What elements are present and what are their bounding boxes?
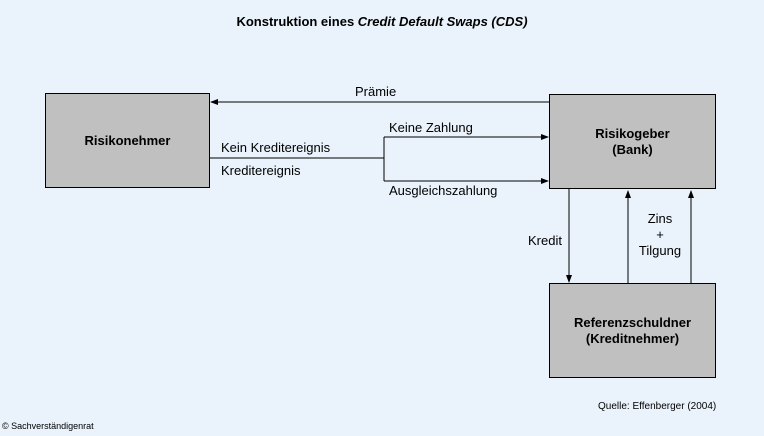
praemie-label: Prämie: [355, 84, 397, 99]
referenzschuldner-sublabel: (Kreditnehmer): [585, 330, 680, 346]
zins-tilgung-label: Zins + Tilgung: [630, 211, 690, 259]
referenzschuldner-label: Referenzschuldner: [573, 314, 692, 330]
kredit-label: Kredit: [528, 233, 562, 248]
risikogeber-box: Risikogeber (Bank): [549, 94, 716, 189]
risikonehmer-label: Risikonehmer: [84, 132, 171, 148]
copyright-note: © Sachverständigenrat: [2, 421, 94, 431]
kein-kreditereignis-label: Kein Kreditereignis: [221, 140, 331, 155]
zins-label: Zins: [647, 211, 673, 226]
kreditereignis-label: Kreditereignis: [221, 163, 301, 178]
title-prefix: Konstruktion eines: [236, 14, 358, 29]
keine-zahlung-label: Keine Zahlung: [389, 120, 473, 135]
risikonehmer-box: Risikonehmer: [45, 93, 210, 188]
risikogeber-label: Risikogeber: [595, 125, 670, 141]
ausgleichszahlung-label: Ausgleichszahlung: [389, 183, 498, 198]
source-note: Quelle: Effenberger (2004): [598, 401, 717, 412]
risikogeber-sublabel: (Bank): [612, 141, 653, 157]
referenzschuldner-box: Referenzschuldner (Kreditnehmer): [549, 283, 716, 378]
title-italic: Credit Default Swaps (CDS): [357, 14, 528, 29]
page-title: Konstruktion eines Credit Default Swaps …: [0, 14, 764, 29]
plus-label: +: [656, 227, 664, 242]
tilgung-label: Tilgung: [638, 243, 682, 258]
